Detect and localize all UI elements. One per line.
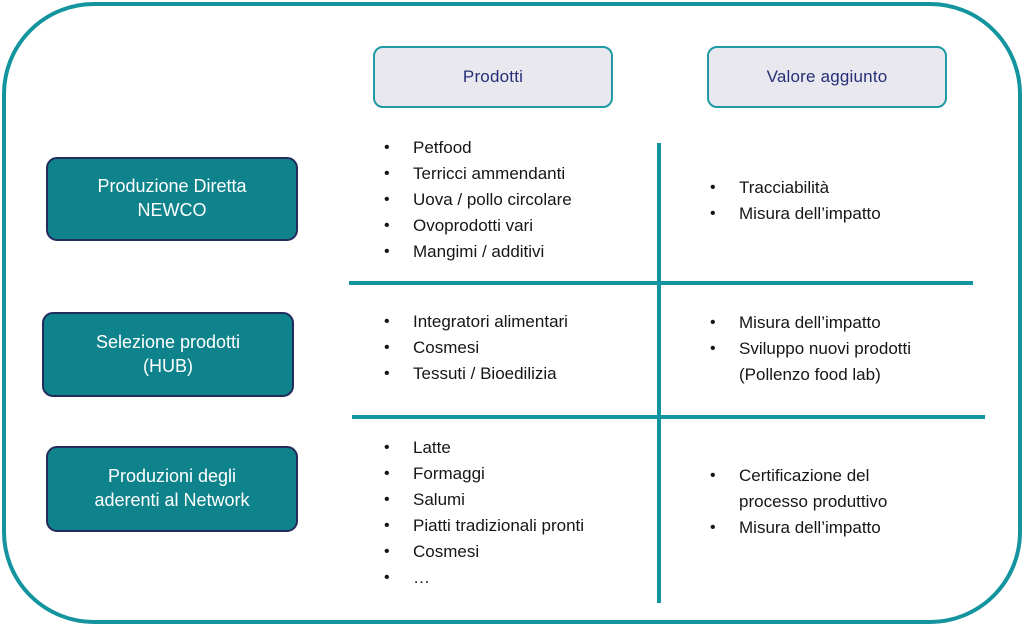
column-header-prodotti-label: Prodotti	[462, 67, 524, 86]
row-label-line: (HUB)	[143, 355, 193, 376]
list-item: …	[374, 565, 656, 591]
row-label-selezione-prodotti-hub: Selezione prodotti (HUB)	[42, 312, 294, 397]
list-item: Misura dell’impatto	[700, 515, 970, 541]
row2-products-list: Integratori alimentari Cosmesi Tessuti /…	[374, 309, 656, 387]
list-item: Petfood	[374, 135, 656, 161]
list-item: Ovoprodotti vari	[374, 213, 656, 239]
column-header-valore-aggiunto: Valore aggiunto	[707, 46, 947, 108]
row1-value-list: Tracciabilità Misura dell’impatto	[700, 175, 970, 227]
row-label-line: Produzioni degli	[107, 466, 237, 487]
row3-value-list: Certificazione del processo produttivo M…	[700, 463, 970, 541]
list-item: Cosmesi	[374, 335, 656, 361]
row-label-produzioni-network: Produzioni degli aderenti al Network	[46, 446, 298, 532]
row3-products-list: Latte Formaggi Salumi Piatti tradizional…	[374, 435, 656, 591]
list-item: Piatti tradizionali pronti	[374, 513, 656, 539]
list-item: Tracciabilità	[700, 175, 970, 201]
list-item: Mangimi / additivi	[374, 239, 656, 265]
row-label-produzione-diretta-newco: Produzione Diretta NEWCO	[46, 157, 298, 241]
list-item: Tessuti / Bioedilizia	[374, 361, 656, 387]
list-item: Misura dell’impatto	[700, 201, 970, 227]
list-item: Latte	[374, 435, 656, 461]
row-label-line: Produzione Diretta	[97, 176, 247, 197]
list-item: Sviluppo nuovi prodotti (Pollenzo food l…	[700, 336, 970, 388]
column-header-valore-aggiunto-label: Valore aggiunto	[766, 67, 888, 86]
list-item: Certificazione del processo produttivo	[700, 463, 970, 515]
row-label-line: aderenti al Network	[94, 490, 250, 510]
list-item: Integratori alimentari	[374, 309, 656, 335]
list-item: Formaggi	[374, 461, 656, 487]
list-item: Cosmesi	[374, 539, 656, 565]
row-label-line: NEWCO	[137, 200, 207, 220]
row-divider-line-2	[352, 415, 985, 419]
row-label-line: Selezione prodotti	[95, 331, 241, 352]
list-item: Salumi	[374, 487, 656, 513]
row-divider-line-1	[349, 281, 973, 285]
column-header-prodotti: Prodotti	[373, 46, 613, 108]
row1-products-list: Petfood Terricci ammendanti Uova / pollo…	[374, 135, 656, 265]
list-item: Misura dell’impatto	[700, 310, 970, 336]
list-item: Terricci ammendanti	[374, 161, 656, 187]
column-divider-line	[657, 143, 661, 603]
list-item: Uova / pollo circolare	[374, 187, 656, 213]
row2-value-list: Misura dell’impatto Sviluppo nuovi prodo…	[700, 310, 970, 388]
